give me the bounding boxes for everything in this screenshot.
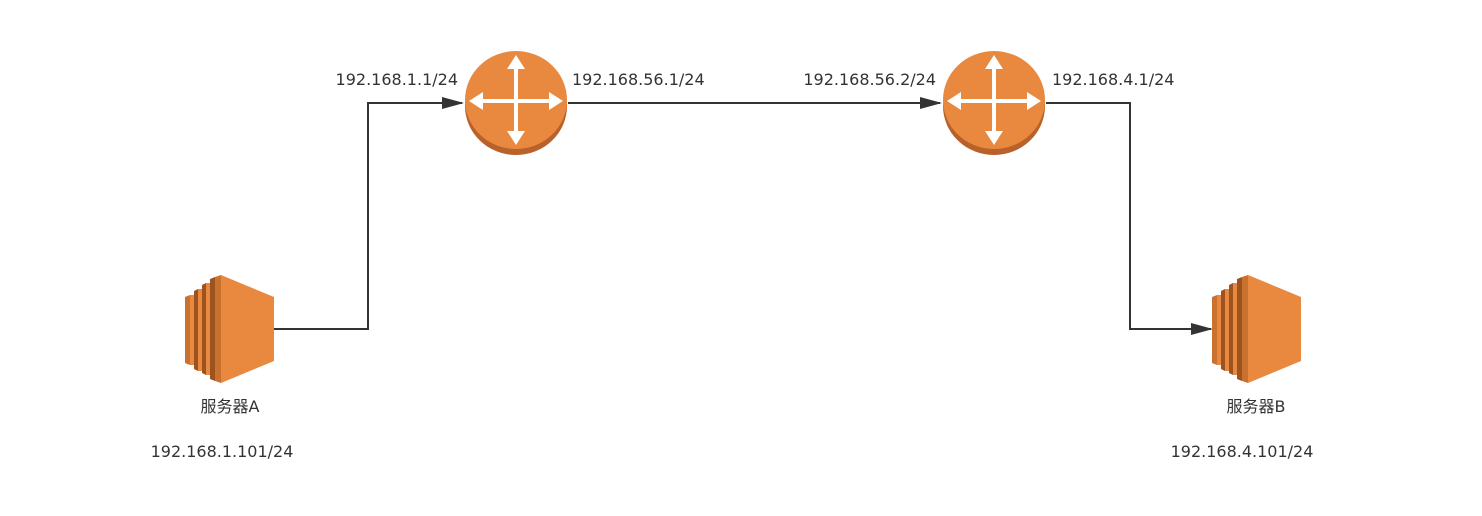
connector-servera-router1 xyxy=(274,97,464,330)
server-b-ip-label: 192.168.4.101/24 xyxy=(1171,442,1314,461)
server-icon[interactable] xyxy=(185,275,274,383)
router2-right-ip-label: 192.168.4.1/24 xyxy=(1052,70,1174,89)
server-b-name-label: 服务器B xyxy=(1227,397,1286,416)
connector-router2-serverb xyxy=(1046,102,1213,335)
server-icon[interactable] xyxy=(1212,275,1301,383)
router1-right-ip-label: 192.168.56.1/24 xyxy=(572,70,705,89)
router2-left-ip-label: 192.168.56.2/24 xyxy=(803,70,936,89)
server-a-ip-label: 192.168.1.101/24 xyxy=(151,442,294,461)
router-icon[interactable] xyxy=(942,50,1046,156)
router1-left-ip-label: 192.168.1.1/24 xyxy=(336,70,458,89)
router-icon[interactable] xyxy=(464,50,568,156)
server-a-name-label: 服务器A xyxy=(201,397,260,416)
